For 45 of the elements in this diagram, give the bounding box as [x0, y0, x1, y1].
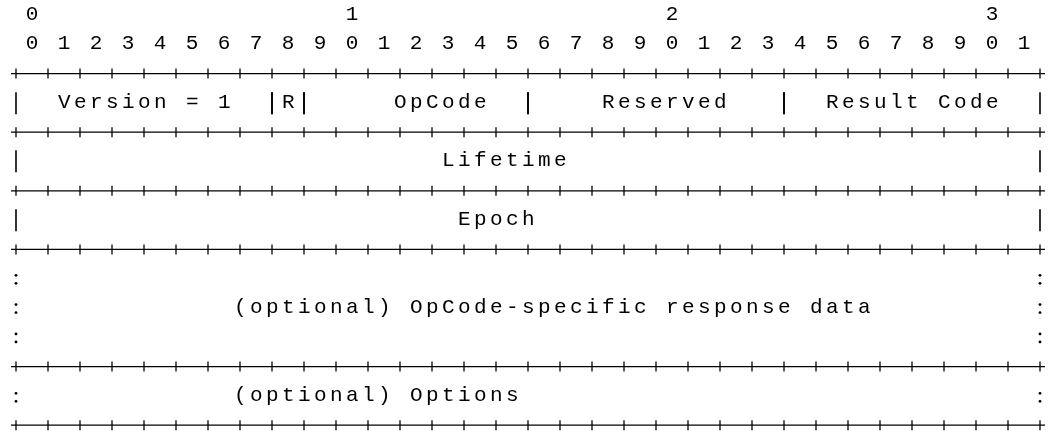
bit-number: 9 [952, 32, 968, 57]
bit-number: 0 [664, 32, 680, 57]
bit-number: 3 [440, 32, 456, 57]
bit-number: 0 [984, 32, 1000, 57]
bit-number: 2 [88, 32, 104, 57]
bit-number: 7 [248, 32, 264, 57]
bit-decade-number: 2 [664, 3, 680, 27]
bit-decade-number: 3 [984, 3, 1000, 27]
bit-number: 3 [120, 32, 136, 57]
bit-decade-number: 0 [24, 3, 40, 27]
bit-number: 4 [792, 32, 808, 57]
bit-number: 3 [760, 32, 776, 57]
bit-number: 6 [856, 32, 872, 57]
bit-number: 9 [312, 32, 328, 57]
bit-number: 1 [56, 32, 72, 57]
bit-number: 8 [280, 32, 296, 57]
bit-number: 7 [888, 32, 904, 57]
bit-number: 6 [216, 32, 232, 57]
field-label: Epoch [458, 208, 538, 233]
field-label: Lifetime [442, 149, 571, 174]
field-label: Version = 1 [58, 90, 235, 115]
bit-number: 1 [376, 32, 392, 57]
bit-number: 2 [408, 32, 424, 57]
bit-number: 0 [24, 32, 40, 57]
bit-number: 9 [632, 32, 648, 57]
bit-number: 4 [472, 32, 488, 57]
bit-number: 2 [728, 32, 744, 57]
field-label: Reserved [602, 90, 731, 115]
bit-number: 1 [1016, 32, 1032, 57]
bit-number: 7 [568, 32, 584, 57]
field-label: (optional) OpCode-specific response data [234, 296, 875, 320]
bit-number: 5 [824, 32, 840, 57]
bit-decade-number: 1 [344, 3, 360, 27]
bit-number: 8 [600, 32, 616, 57]
bit-number: 5 [184, 32, 200, 57]
bit-number: 5 [504, 32, 520, 57]
bit-number: 6 [536, 32, 552, 57]
bit-number: 8 [920, 32, 936, 57]
field-label: R [282, 90, 298, 115]
field-label: Result Code [826, 90, 1003, 115]
field-label: (optional) Options [234, 383, 523, 408]
field-label: OpCode [394, 90, 490, 115]
bit-number: 4 [152, 32, 168, 57]
bit-number: 0 [344, 32, 360, 57]
bit-number: 1 [696, 32, 712, 57]
